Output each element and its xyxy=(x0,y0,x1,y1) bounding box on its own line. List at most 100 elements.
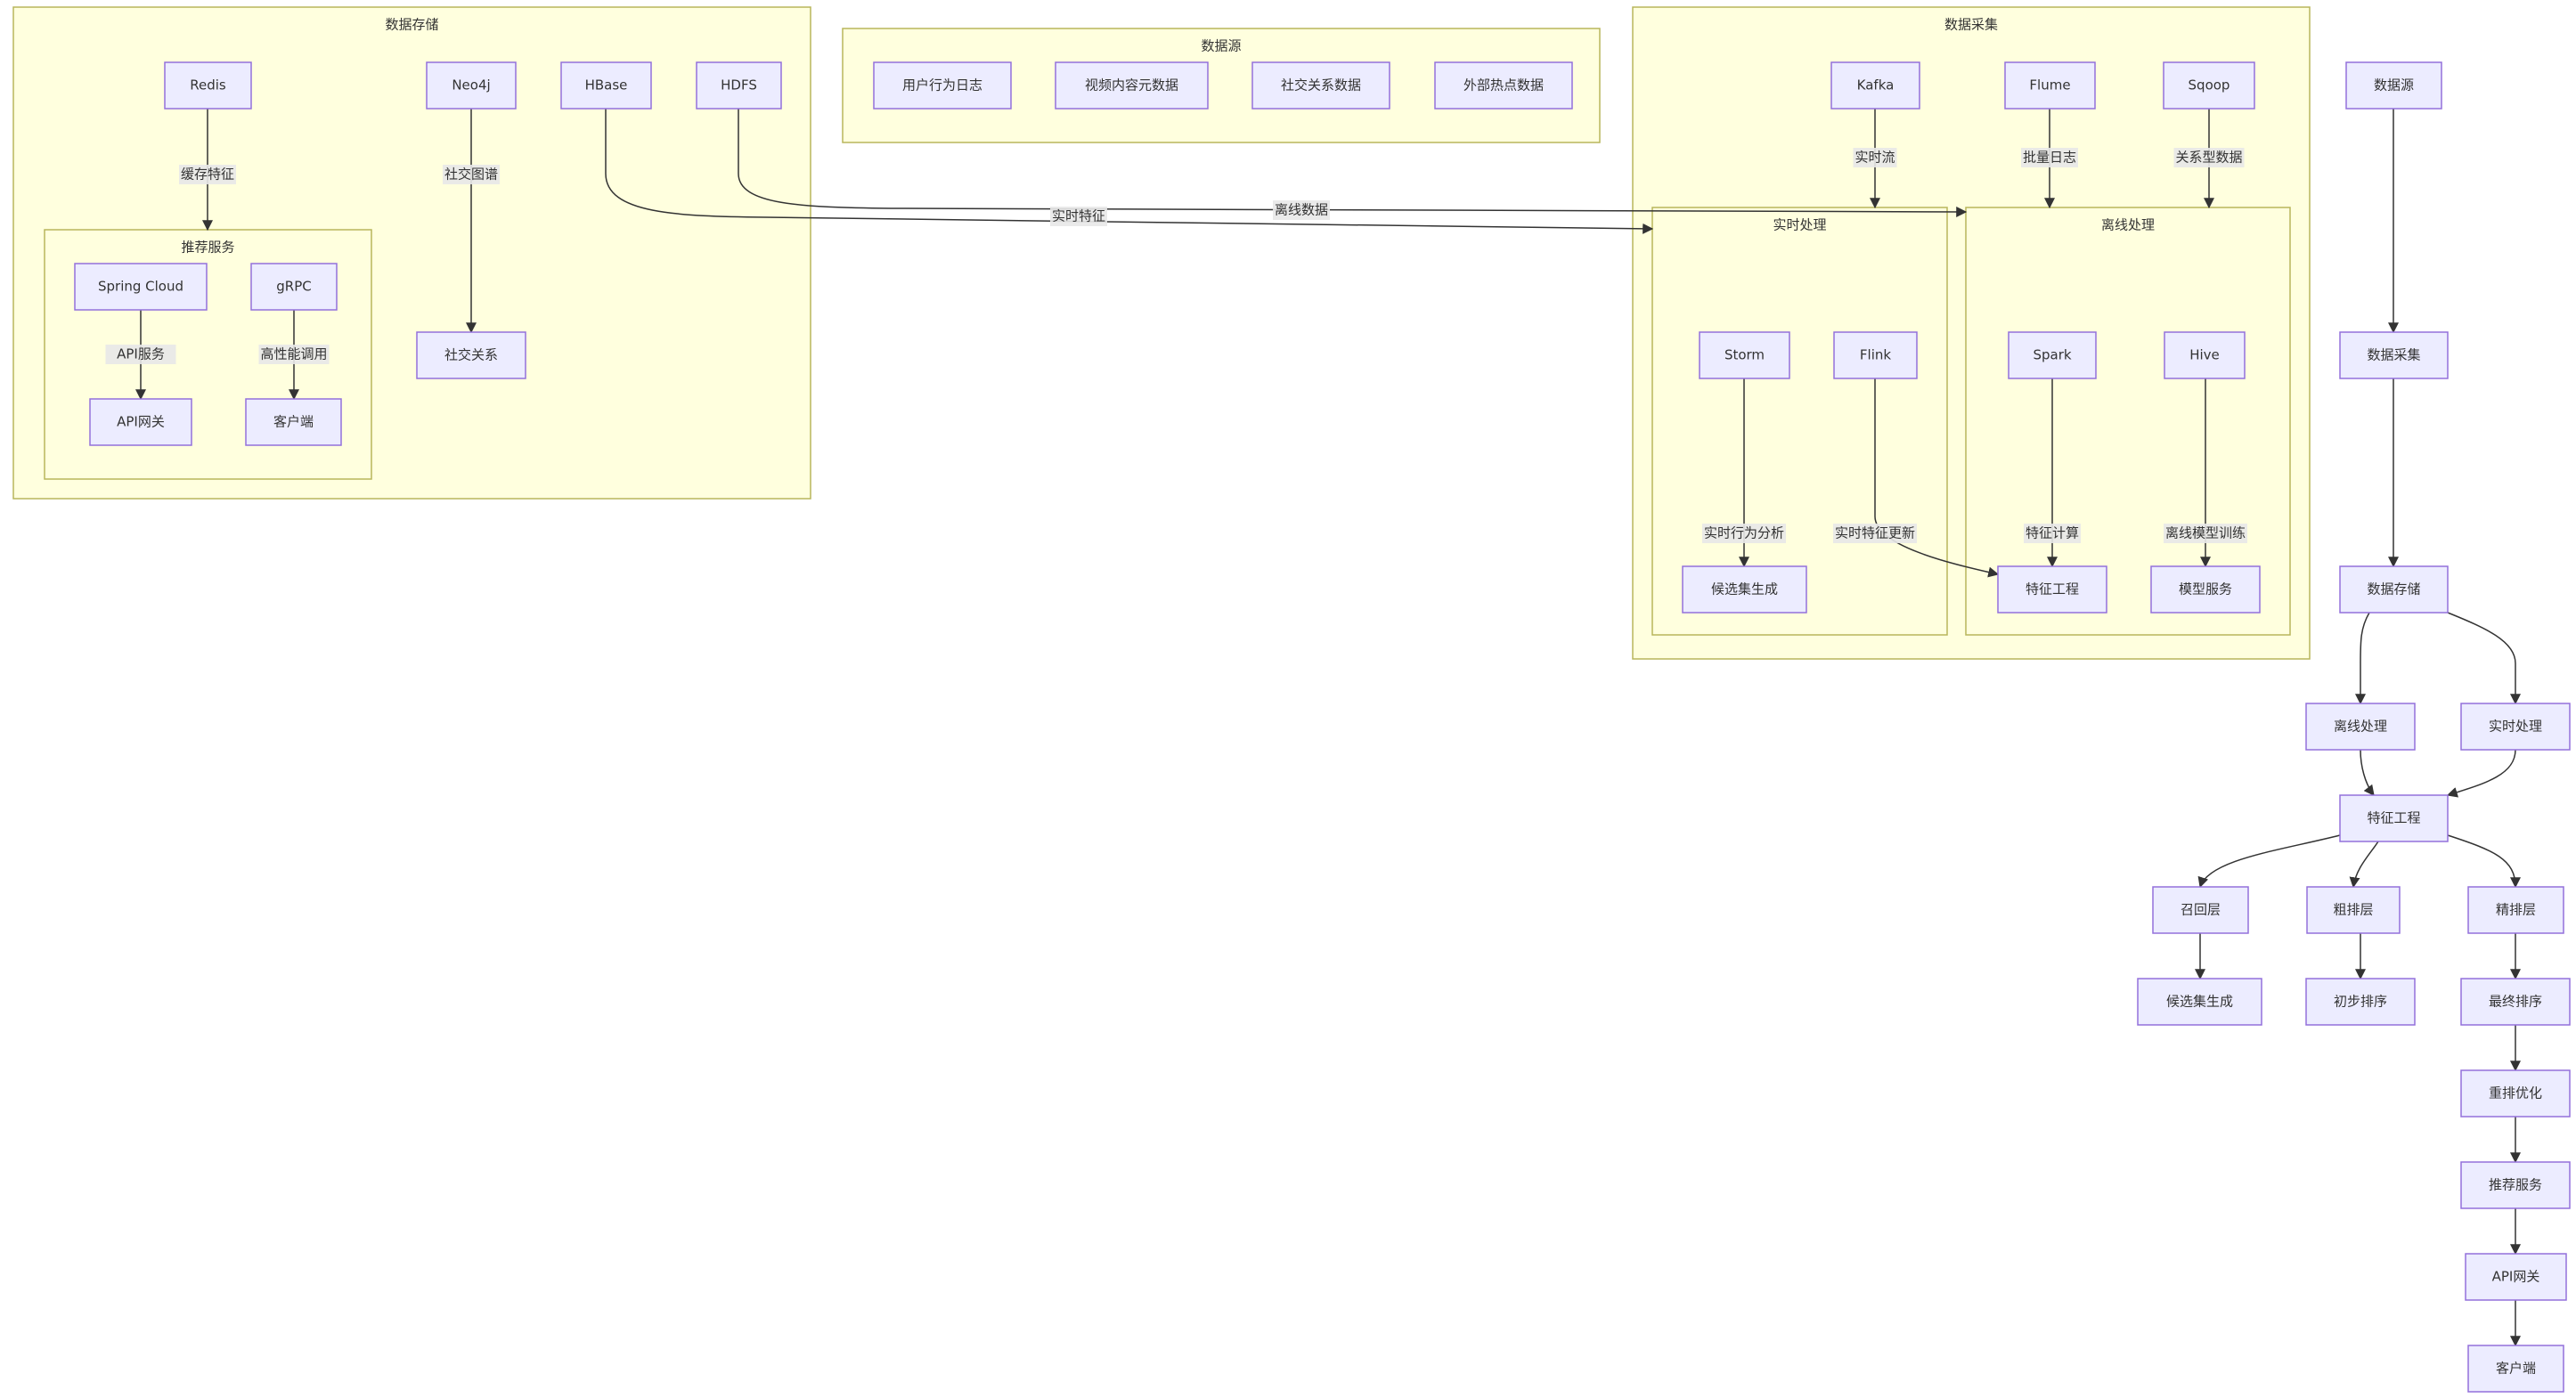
node-box[interactable] xyxy=(696,61,782,110)
node-box[interactable] xyxy=(2305,978,2416,1026)
node-box[interactable] xyxy=(2467,886,2564,934)
node-label: Flink xyxy=(1860,347,1891,363)
node-box[interactable] xyxy=(1830,61,1920,110)
node-label: 最终排序 xyxy=(2489,994,2542,1010)
node-box[interactable] xyxy=(2339,794,2449,842)
node-box[interactable] xyxy=(2137,978,2262,1026)
node-box[interactable] xyxy=(2008,331,2097,379)
node-sqoop[interactable]: Sqoop xyxy=(2163,61,2255,110)
node-box[interactable] xyxy=(1699,331,1790,379)
node-m_collect[interactable]: 数据采集 xyxy=(2339,331,2449,379)
node-box[interactable] xyxy=(2152,886,2249,934)
node-client_a[interactable]: 客户端 xyxy=(245,398,342,446)
node-neo4j[interactable]: Neo4j xyxy=(426,61,517,110)
edge-label-background xyxy=(105,345,176,364)
node-m_storage[interactable]: 数据存储 xyxy=(2339,565,2449,614)
node-box[interactable] xyxy=(2150,565,2261,614)
node-m_recservice[interactable]: 推荐服务 xyxy=(2460,1161,2571,1209)
node-label: 候选集生成 xyxy=(2166,994,2233,1010)
node-box[interactable] xyxy=(1434,61,1573,110)
node-feature_a[interactable]: 特征工程 xyxy=(1997,565,2107,614)
node-m_realtime[interactable]: 实时处理 xyxy=(2460,703,2571,751)
node-social_rel[interactable]: 社交关系 xyxy=(416,331,526,379)
node-user_log[interactable]: 用户行为日志 xyxy=(873,61,1012,110)
node-flume[interactable]: Flume xyxy=(2004,61,2096,110)
node-m_final[interactable]: 最终排序 xyxy=(2460,978,2571,1026)
node-storm[interactable]: Storm xyxy=(1699,331,1790,379)
edge-label-background xyxy=(258,345,330,364)
node-box[interactable] xyxy=(1997,565,2107,614)
node-box[interactable] xyxy=(250,263,338,311)
edge-label-sqoop: 关系型数据 xyxy=(2173,148,2245,167)
node-box[interactable] xyxy=(2339,331,2449,379)
node-box[interactable] xyxy=(2460,978,2571,1026)
node-box[interactable] xyxy=(426,61,517,110)
node-hive[interactable]: Hive xyxy=(2164,331,2246,379)
node-box[interactable] xyxy=(245,398,342,446)
node-m_feature[interactable]: 特征工程 xyxy=(2339,794,2449,842)
node-spark[interactable]: Spark xyxy=(2008,331,2097,379)
node-box[interactable] xyxy=(2467,1345,2564,1393)
node-box[interactable] xyxy=(1055,61,1209,110)
node-box[interactable] xyxy=(1251,61,1390,110)
node-box[interactable] xyxy=(2465,1253,2567,1301)
node-label: Redis xyxy=(190,77,226,93)
node-hdfs[interactable]: HDFS xyxy=(696,61,782,110)
node-m_initial[interactable]: 初步排序 xyxy=(2305,978,2416,1026)
node-box[interactable] xyxy=(560,61,652,110)
cluster-offline: 离线处理 xyxy=(1965,207,2291,636)
node-video_meta[interactable]: 视频内容元数据 xyxy=(1055,61,1209,110)
node-box[interactable] xyxy=(2164,331,2246,379)
node-box[interactable] xyxy=(74,263,208,311)
node-box[interactable] xyxy=(2004,61,2096,110)
node-box[interactable] xyxy=(2460,1069,2571,1118)
edge-label-text: 实时行为分析 xyxy=(1704,525,1784,541)
node-box[interactable] xyxy=(1833,331,1918,379)
node-box[interactable] xyxy=(2306,886,2401,934)
edge-label-text: 高性能调用 xyxy=(260,346,327,362)
node-m_client[interactable]: 客户端 xyxy=(2467,1345,2564,1393)
node-label: 精排层 xyxy=(2496,902,2536,918)
node-hbase[interactable]: HBase xyxy=(560,61,652,110)
node-box[interactable] xyxy=(164,61,252,110)
node-redis[interactable]: Redis xyxy=(164,61,252,110)
node-m_rerank[interactable]: 重排优化 xyxy=(2460,1069,2571,1118)
edge-label-hbase: 实时特征 xyxy=(1050,207,1107,226)
node-flink[interactable]: Flink xyxy=(1833,331,1918,379)
node-box[interactable] xyxy=(2163,61,2255,110)
node-candidate_a[interactable]: 候选集生成 xyxy=(1682,565,1807,614)
node-box[interactable] xyxy=(89,398,192,446)
node-box[interactable] xyxy=(2339,565,2449,614)
node-hot_data[interactable]: 外部热点数据 xyxy=(1434,61,1573,110)
node-m_api[interactable]: API网关 xyxy=(2465,1253,2567,1301)
edge-m_storage-to-m_offline xyxy=(2355,612,2370,705)
node-m_fine[interactable]: 精排层 xyxy=(2467,886,2564,934)
edge-label-text: 社交图谱 xyxy=(444,167,498,183)
edge-label-background xyxy=(1833,524,1917,543)
node-m_coarse[interactable]: 粗排层 xyxy=(2306,886,2401,934)
node-box[interactable] xyxy=(1682,565,1807,614)
node-spring_cloud[interactable]: Spring Cloud xyxy=(74,263,208,311)
node-box[interactable] xyxy=(2305,703,2416,751)
node-m_candidate[interactable]: 候选集生成 xyxy=(2137,978,2262,1026)
node-m_recall[interactable]: 召回层 xyxy=(2152,886,2249,934)
edge-label-flink: 实时特征更新 xyxy=(1833,524,1917,543)
node-grpc[interactable]: gRPC xyxy=(250,263,338,311)
node-box[interactable] xyxy=(2460,1161,2571,1209)
node-box[interactable] xyxy=(2460,703,2571,751)
edge-m_feature-to-m_coarse xyxy=(2349,841,2379,889)
node-api_gateway_a[interactable]: API网关 xyxy=(89,398,192,446)
node-box[interactable] xyxy=(873,61,1012,110)
edge-label-kafka: 实时流 xyxy=(1853,148,1897,167)
edge-label-text: API服务 xyxy=(117,346,165,362)
node-box[interactable] xyxy=(2345,61,2442,110)
node-model_service[interactable]: 模型服务 xyxy=(2150,565,2261,614)
node-social_data[interactable]: 社交关系数据 xyxy=(1251,61,1390,110)
node-kafka[interactable]: Kafka xyxy=(1830,61,1920,110)
edge-label-text: 离线模型训练 xyxy=(2165,525,2246,541)
node-m_offline[interactable]: 离线处理 xyxy=(2305,703,2416,751)
cluster-title: 数据采集 xyxy=(1944,17,1998,33)
node-box[interactable] xyxy=(416,331,526,379)
node-m_source[interactable]: 数据源 xyxy=(2345,61,2442,110)
